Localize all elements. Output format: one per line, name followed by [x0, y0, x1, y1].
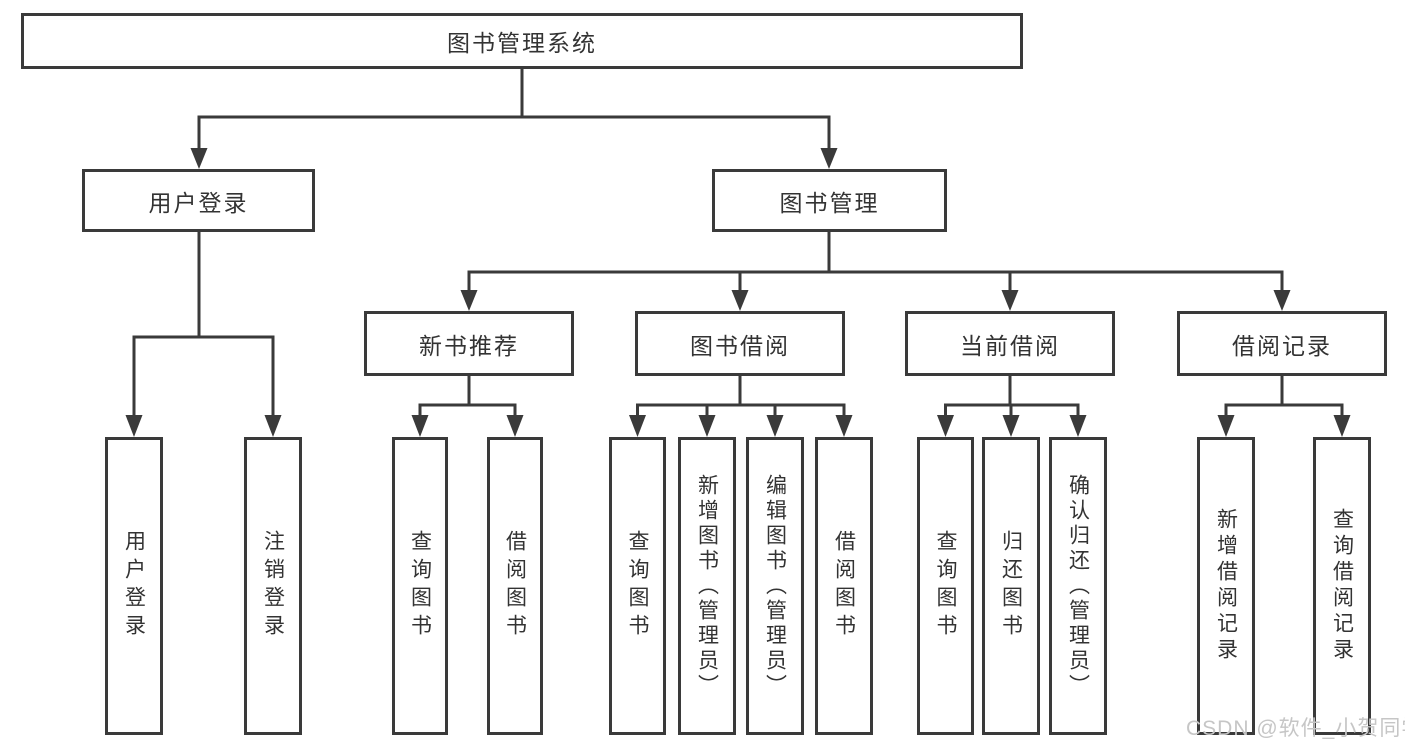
node-new-book-recommend: 新书推荐: [364, 311, 574, 376]
node-book-borrowing: 图书借阅: [635, 311, 845, 376]
node-root-system: 图书管理系统: [21, 13, 1023, 69]
node-book-management-branch: 图书管理: [712, 169, 947, 232]
leaf-recommend-query-book: 查询图书: [392, 437, 448, 735]
node-current-borrowing: 当前借阅: [905, 311, 1115, 376]
leaf-user-login: 用户登录: [105, 437, 163, 735]
leaf-recommend-borrow-book: 借阅图书: [487, 437, 543, 735]
node-borrow-records: 借阅记录: [1177, 311, 1387, 376]
leaf-confirm-return-admin: 确认归还（管理员）: [1049, 437, 1107, 735]
leaf-borrow-query-book: 查询图书: [609, 437, 666, 735]
leaf-borrow-book: 借阅图书: [815, 437, 873, 735]
csdn-watermark: CSDN @软件_小贺同学: [1186, 717, 1405, 740]
leaf-edit-book-admin: 编辑图书（管理员）: [746, 437, 804, 735]
leaf-return-book: 归还图书: [982, 437, 1040, 735]
leaf-current-query-book: 查询图书: [917, 437, 974, 735]
leaf-add-borrow-record: 新增借阅记录: [1197, 437, 1255, 735]
leaf-query-borrow-record: 查询借阅记录: [1313, 437, 1371, 735]
leaf-user-logout: 注销登录: [244, 437, 302, 735]
node-user-login-branch: 用户登录: [82, 169, 315, 232]
leaf-add-book-admin: 新增图书（管理员）: [678, 437, 736, 735]
